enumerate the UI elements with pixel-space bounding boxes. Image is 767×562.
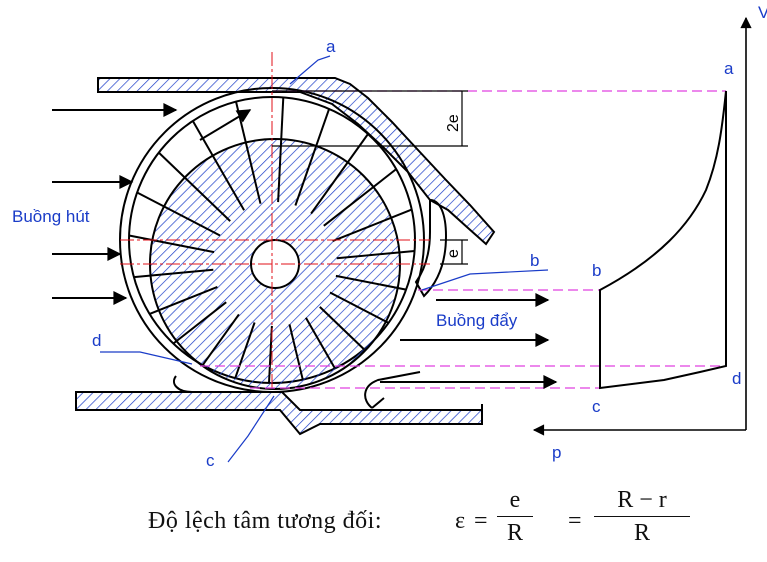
- fraction-1-numerator: e: [509, 487, 521, 513]
- center-lines: [120, 52, 430, 388]
- vane: [277, 97, 285, 203]
- pv-curve: [599, 90, 727, 390]
- label-a-right: a: [724, 59, 734, 78]
- housing-top-wall: [97, 77, 496, 246]
- fraction-e-over-r: e R: [497, 484, 533, 549]
- vane: [336, 250, 415, 260]
- label-2e: 2e: [445, 114, 462, 132]
- eccentricity-formula: Độ lệch tâm tương đối: ε = e R = R − r R: [0, 468, 767, 562]
- dim-2e: [272, 90, 468, 147]
- discharge-nose: [414, 198, 448, 298]
- vane: [288, 324, 304, 380]
- vane: [201, 313, 240, 366]
- vane: [133, 268, 214, 279]
- vane: [158, 151, 231, 222]
- label-c-right: c: [592, 397, 601, 416]
- vane: [149, 285, 218, 315]
- pv-axes: [532, 16, 752, 436]
- leader-lines: [100, 55, 549, 463]
- vane: [136, 191, 221, 237]
- housing-bottom-wall: [75, 391, 483, 436]
- label-discharge-chamber: Buồng đẩy: [436, 311, 518, 330]
- housing-left-lip: [173, 375, 210, 393]
- vane: [128, 234, 215, 254]
- formula-epsilon: ε: [455, 508, 466, 534]
- vane: [191, 120, 245, 211]
- vanes: [128, 97, 415, 384]
- vane: [323, 168, 397, 227]
- fraction-1-denominator: R: [506, 520, 523, 546]
- formula-equals-2: =: [568, 508, 582, 534]
- dim-e: [440, 239, 468, 265]
- fraction-2-numerator: R − r: [617, 487, 667, 513]
- label-v-axis: V: [758, 3, 767, 22]
- label-p-axis: p: [552, 443, 561, 462]
- discharge-fin: [364, 371, 421, 409]
- discharge-arrows: [380, 293, 558, 389]
- vane: [268, 325, 273, 384]
- formula-text: Độ lệch tâm tương đối:: [148, 508, 382, 534]
- vane: [319, 306, 365, 351]
- fraction-2-denominator: R: [633, 520, 650, 546]
- label-a-top: a: [326, 37, 336, 56]
- diagram-canvas: 2e e a a b b c c d d V p Buồng hút Buồng…: [12, 3, 767, 470]
- vane: [294, 108, 331, 206]
- formula-equals-1: =: [474, 508, 488, 534]
- vane: [172, 301, 227, 345]
- suction-arrows: [52, 103, 252, 305]
- fraction-r-minus-r-over-r: R − r R: [594, 484, 690, 549]
- vane: [329, 291, 389, 324]
- label-b-mid: b: [530, 251, 539, 270]
- label-c-bottom: c: [206, 451, 215, 470]
- vane: [335, 274, 407, 291]
- label-d-left: d: [92, 331, 101, 350]
- vane: [310, 133, 369, 215]
- vane: [332, 208, 413, 243]
- label-e: e: [445, 249, 462, 258]
- label-suction-chamber: Buồng hút: [12, 207, 90, 226]
- vane: [234, 322, 256, 379]
- vane: [305, 317, 336, 369]
- label-b-right: b: [592, 261, 601, 280]
- label-d-right: d: [732, 369, 741, 388]
